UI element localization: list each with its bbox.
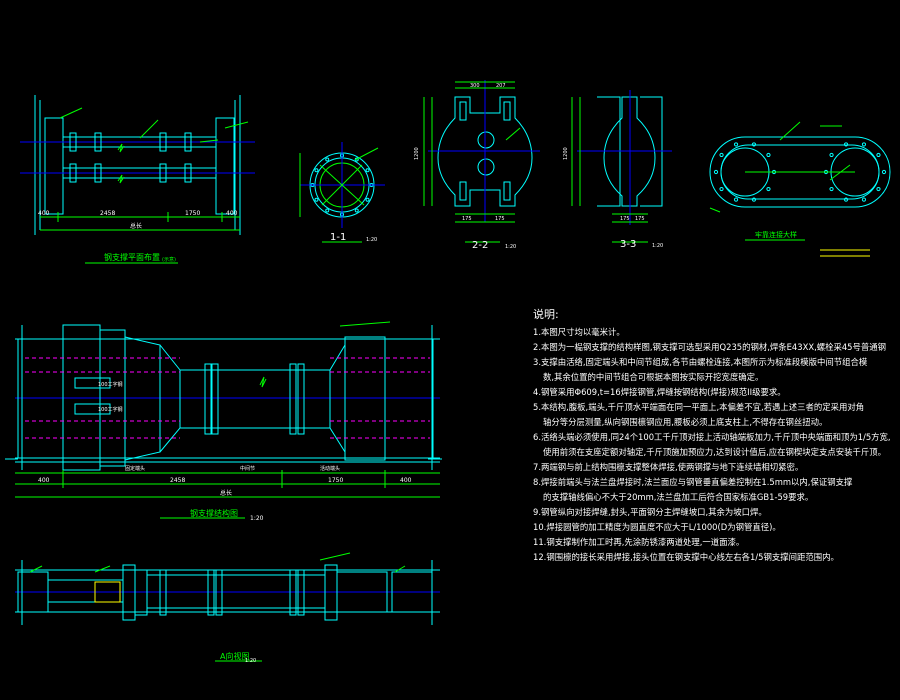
note-line: 11.钢支撑制作加工时再,先涂防锈漆两道处理,一道面漆。 <box>533 537 745 547</box>
notes-panel: 说明: 1.本图尺寸均以毫米计。 2.本图为一榀钢支撑的结构样图,钢支撑可选型采用… <box>533 309 893 568</box>
note-line: 轴分等分层测量,纵向钢围檩钢应用,腰板必须上底支柱上,不得存在钢丝扭动。 <box>543 417 828 427</box>
elev-label-fixed: 固定端头 <box>125 465 145 472</box>
note-line: 7.两端钢与前上结构围檩支撑整体焊接,使两钢撑与地下连续墙相切紧密。 <box>533 462 804 472</box>
s3-dim-bot-1: 175 <box>620 216 630 222</box>
elev-dim-2: 2458 <box>170 477 185 484</box>
plan-total: 总长 <box>130 222 142 230</box>
section-3-label: 3-3 <box>620 239 636 250</box>
note-line: 5.本结构,腹板,端头,千斤顶水平端面在同一平面上,本偏差不宜,若遇上述三者的定… <box>533 402 865 412</box>
section-2-label: 2-2 <box>472 240 488 251</box>
notes-list: 1.本图尺寸均以毫米计。 2.本图为一榀钢支撑的结构样图,钢支撑可选型采用Q235… <box>533 328 893 568</box>
note-line: 使用前须在支座定额对轴定,千斤顶施加预应力,达到设计值后,应在钢楔块定支点安装千… <box>543 447 886 457</box>
view-a <box>15 552 440 662</box>
plan-dim-4: 400 <box>226 210 238 217</box>
s3-dim-height: 1200 <box>563 147 569 160</box>
elevation-title: 钢支撑结构图 <box>190 508 238 518</box>
plan-dim-1: 400 <box>38 210 50 217</box>
s2-dim-height: 1200 <box>414 147 420 160</box>
connection-detail <box>709 121 891 257</box>
section-1-scale: 1:20 <box>366 237 377 243</box>
elev-label-active: 活动端头 <box>320 465 340 472</box>
note-line: 12.钢围檩的接长采用焊接,接头位置在钢支撑中心线左右各1/5钢支撑间距范围内。 <box>533 552 839 562</box>
note-line: 8.焊接前端头与法兰盘焊接时,法兰面应与钢管垂直偏差控制在1.5mm以内,保证钢… <box>533 477 853 487</box>
elev-dim-4: 400 <box>400 477 412 484</box>
plan-scale: (示意) <box>162 256 176 263</box>
plan-title: 钢支撑平面布置 <box>104 252 160 262</box>
view-a-title: A向视图 <box>220 651 249 661</box>
note-line: 9.钢管纵向对接焊缝,封头,平面钢分主焊缝坡口,其余为坡口焊。 <box>533 507 767 517</box>
note-line: 2.本图为一榀钢支撑的结构样图,钢支撑可选型采用Q235的钢材,焊条E43XX,… <box>533 342 887 352</box>
note-line: 1.本图尺寸均以毫米计。 <box>533 327 625 337</box>
section-3-3 <box>571 90 672 243</box>
plan-view <box>20 95 255 264</box>
s2-dim-bot-1: 175 <box>462 216 472 222</box>
main-elevation <box>5 321 442 519</box>
elev-dim-1: 400 <box>38 477 50 484</box>
note-line: 的支撑轴线偏心不大于20mm,法兰盘加工后符合国家标准GB1-59要求。 <box>543 492 814 502</box>
note-line: 3.支撑由活络,固定端头和中间节组成,各节由螺栓连接,本图所示为标准段模版中间节… <box>533 357 868 367</box>
section-2-2 <box>423 80 540 243</box>
note-line: 4.钢管采用Φ609,t=16焊接钢管,焊缝按钢结构(焊接)规范II级要求。 <box>533 387 786 397</box>
plan-dim-2: 2458 <box>100 210 115 217</box>
s3-dim-bot-2: 175 <box>635 216 645 222</box>
s2-dim-top-2: 207 <box>496 83 506 89</box>
elevation-scale: 1:20 <box>250 515 264 522</box>
elev-total: 总长 <box>220 489 232 497</box>
section-1-1 <box>299 142 385 243</box>
elev-callout-1: 100工字钢 <box>98 381 123 388</box>
section-2-scale: 1:20 <box>505 244 516 250</box>
s2-dim-bot-2: 175 <box>495 216 505 222</box>
detail-title: 牢靠连接大样 <box>755 230 797 239</box>
elev-callout-2: 100工字钢 <box>98 406 123 413</box>
view-a-scale: 1:20 <box>245 658 256 664</box>
notes-title: 说明: <box>533 308 559 321</box>
elev-label-mid: 中间节 <box>240 465 255 472</box>
s2-dim-top-1: 300 <box>470 83 480 89</box>
elev-dim-3: 1750 <box>328 477 343 484</box>
note-line: 10.焊接圆管的加工精度为圆直度不应大于L/1000(D为钢管直径)。 <box>533 522 781 532</box>
note-line: 6.活络头端必须使用,同24个100工千斤顶对接上活动轴端板加力,千斤顶中央端面… <box>533 432 891 442</box>
note-line: 数,其余位置的中间节组合可根据本图按实际开挖宽度确定。 <box>543 372 764 382</box>
plan-dim-3: 1750 <box>185 210 200 217</box>
section-3-scale: 1:20 <box>652 243 663 249</box>
section-1-label: 1-1 <box>330 232 346 243</box>
